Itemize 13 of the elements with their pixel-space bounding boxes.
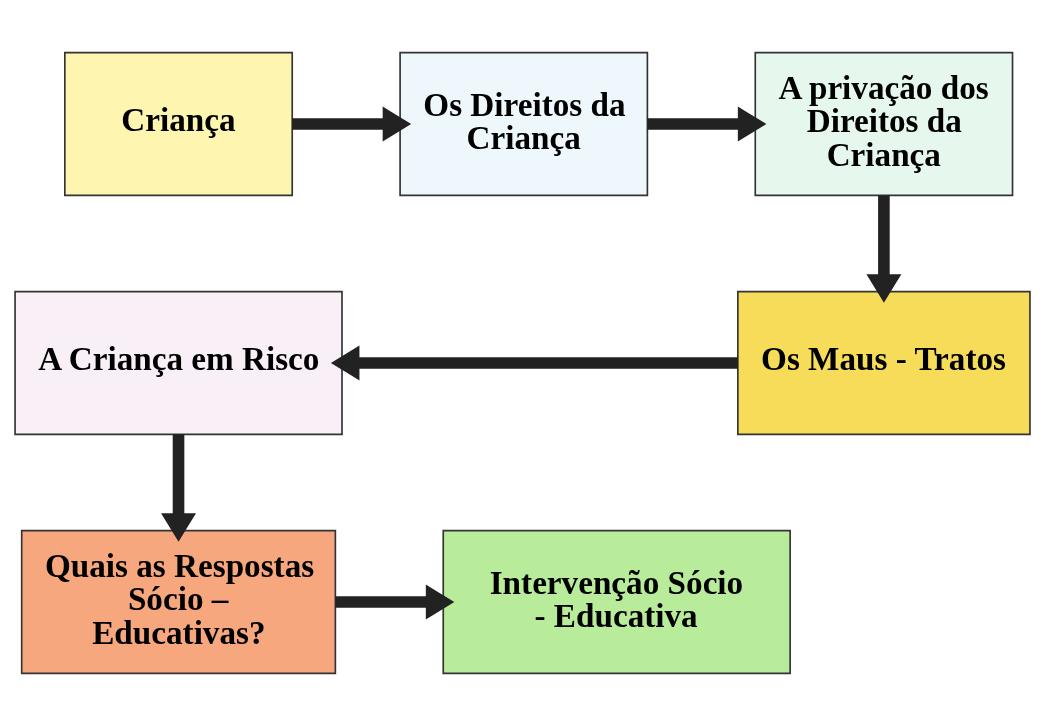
arrow (161, 433, 197, 542)
arrow (330, 345, 738, 380)
node-box: Intervenção Sócio - Educativa (442, 529, 791, 674)
arrow (647, 106, 767, 141)
arrow (335, 584, 455, 619)
node-box: Os Maus - Tratos (737, 290, 1031, 435)
node-box: Os Direitos da Criança (399, 51, 649, 196)
node-box: Quais as Respostas Sócio – Educativas? (20, 529, 337, 674)
node-box: A privação dos Direitos da Criança (754, 51, 1014, 196)
arrow (292, 106, 412, 141)
node-box: Criança (64, 51, 294, 196)
node-box: A Criança em Risco (14, 290, 343, 435)
arrow (866, 194, 902, 303)
